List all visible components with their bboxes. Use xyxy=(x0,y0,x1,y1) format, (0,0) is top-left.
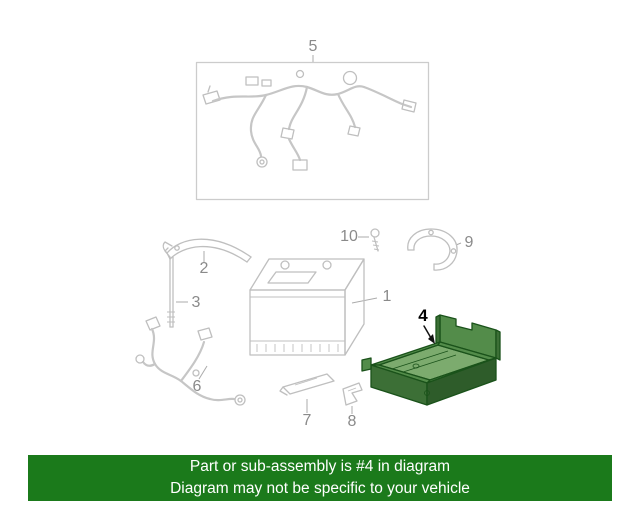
rod-drawing-3 xyxy=(164,247,175,328)
cable-drawing-6 xyxy=(135,316,246,406)
battery-tray-drawing xyxy=(361,314,501,406)
harness-assembly-drawing xyxy=(195,61,430,201)
clip-drawing-8 xyxy=(342,382,363,406)
banner-line-1: Part or sub-assembly is #4 in diagram xyxy=(189,458,451,475)
part-callout-9: 9 xyxy=(464,234,474,251)
part-callout-6: 6 xyxy=(192,378,202,395)
part-4-arrow xyxy=(423,325,435,344)
part-callout-10: 10 xyxy=(340,228,358,245)
diagram-note-banner: Part or sub-assembly is #4 in diagram Di… xyxy=(28,455,612,501)
part-callout-4-highlighted: 4 xyxy=(418,306,428,325)
part-callout-1: 1 xyxy=(382,288,392,305)
bracket-drawing-9 xyxy=(407,228,458,271)
bracket-drawing-7 xyxy=(279,373,335,396)
part-callout-5: 5 xyxy=(308,38,318,55)
banner-line-2: Diagram may not be specific to your vehi… xyxy=(170,480,470,497)
battery-drawing xyxy=(249,258,365,356)
bracket-drawing-2 xyxy=(162,238,252,263)
part-callout-2: 2 xyxy=(199,260,209,277)
part-callout-3: 3 xyxy=(191,294,201,311)
part-callout-8: 8 xyxy=(347,413,357,430)
harness-box xyxy=(195,61,430,201)
bolt-drawing-10 xyxy=(370,228,380,252)
part-callout-7: 7 xyxy=(302,412,312,429)
